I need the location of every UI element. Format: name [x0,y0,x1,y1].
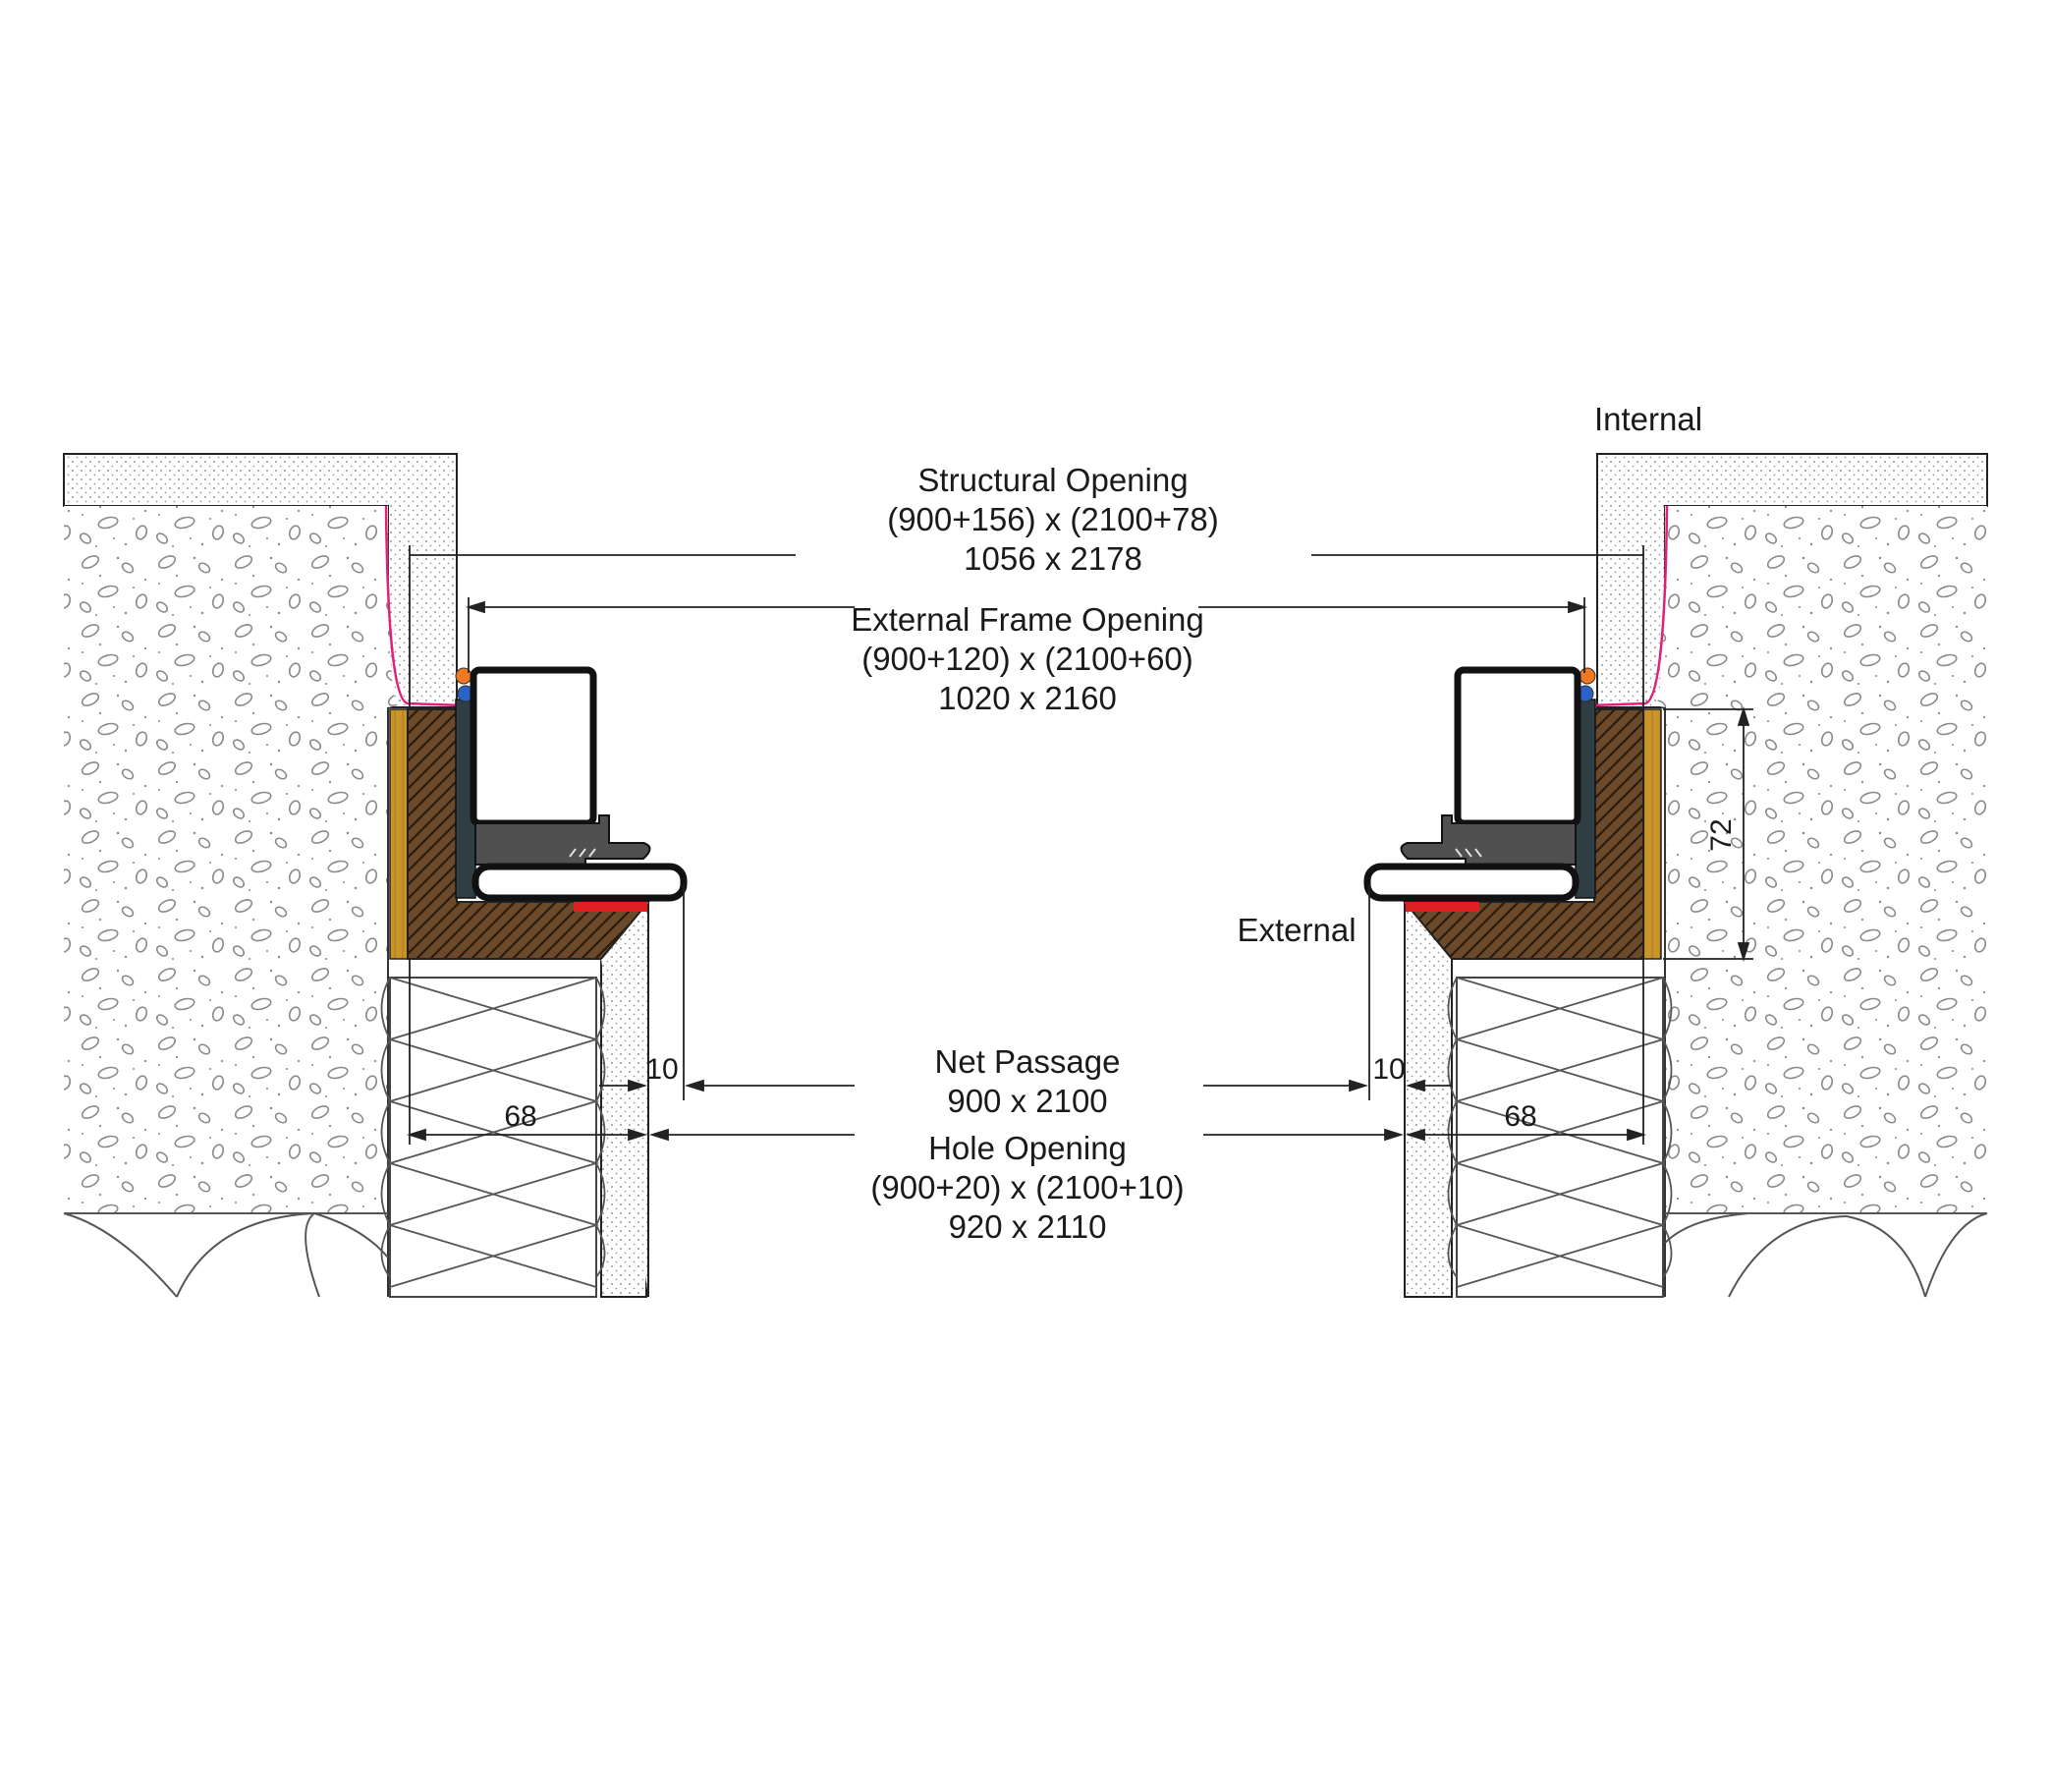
right-concrete-wall [1655,506,1987,1213]
net-passage-callout: Net Passage 900 x 2100 [935,1043,1121,1119]
external-frame-opening-formula: (900+120) x (2100+60) [861,641,1193,677]
external-label: External [1237,912,1356,948]
right-width-dimension: 68 [1504,1100,1536,1133]
left-foundation-arcs [63,1212,389,1298]
left-membrane [384,505,463,707]
left-gap-dimension: 10 [645,1053,678,1086]
right-foundation-arcs [1664,1212,1988,1298]
hole-opening-callout: Hole Opening (900+20) x (2100+10) 920 x … [870,1130,1184,1245]
structural-opening-callout: Structural Opening (900+156) x (2100+78)… [887,462,1219,577]
hole-opening-result: 920 x 2110 [949,1208,1107,1245]
left-door-leaf [470,666,597,827]
net-passage-result: 900 x 2100 [947,1083,1107,1119]
right-frame-profile [1400,814,1577,866]
hole-opening-title: Hole Opening [928,1130,1127,1166]
structural-opening-title: Structural Opening [917,462,1188,498]
left-timber-lining [389,708,409,960]
right-door-leaf [1454,666,1581,827]
left-concrete-wall [64,506,398,1213]
right-timber-lining [1642,708,1662,960]
left-sealant-red [574,902,648,912]
dimension-lines [406,545,1753,1145]
left-jamb [63,453,688,1298]
structural-opening-result: 1056 x 2178 [964,540,1142,577]
right-height-dimension: 72 [1705,818,1738,851]
internal-label: Internal [1594,401,1702,437]
right-threshold-bar [1363,863,1580,902]
left-width-dimension: 68 [504,1100,536,1133]
right-gap-dimension: 10 [1372,1053,1405,1086]
right-membrane [1590,505,1669,707]
external-frame-opening-title: External Frame Opening [851,601,1204,638]
left-threshold-bar [471,863,688,902]
external-frame-opening-result: 1020 x 2160 [938,680,1117,716]
hole-opening-formula: (900+20) x (2100+10) [870,1169,1184,1205]
right-jamb [1363,453,1988,1298]
left-frame-profile [474,814,651,866]
right-seal-orange [1579,667,1596,685]
net-passage-title: Net Passage [935,1043,1121,1080]
external-frame-opening-callout: External Frame Opening (900+120) x (2100… [851,601,1204,716]
right-sealant-red [1405,902,1479,912]
structural-opening-formula: (900+156) x (2100+78) [887,501,1219,537]
left-insulation [380,977,606,1298]
